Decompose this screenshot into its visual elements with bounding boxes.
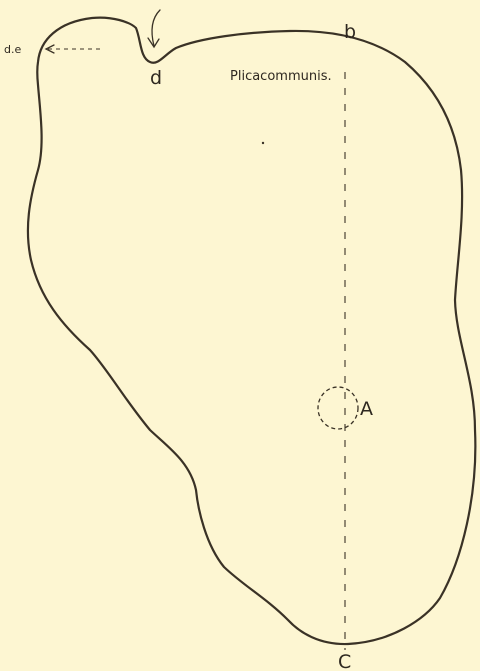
label-a: A	[360, 398, 373, 420]
small-dot	[262, 142, 264, 144]
organ-outline	[28, 18, 475, 644]
label-de: d.e	[4, 43, 21, 56]
label-d: d	[150, 67, 162, 89]
label-b: b	[344, 21, 356, 43]
curved-arrow-icon	[152, 10, 160, 46]
region-a-circle	[318, 387, 358, 429]
label-c: C	[338, 651, 351, 671]
label-plica-communis: Plicacommunis.	[230, 69, 332, 84]
